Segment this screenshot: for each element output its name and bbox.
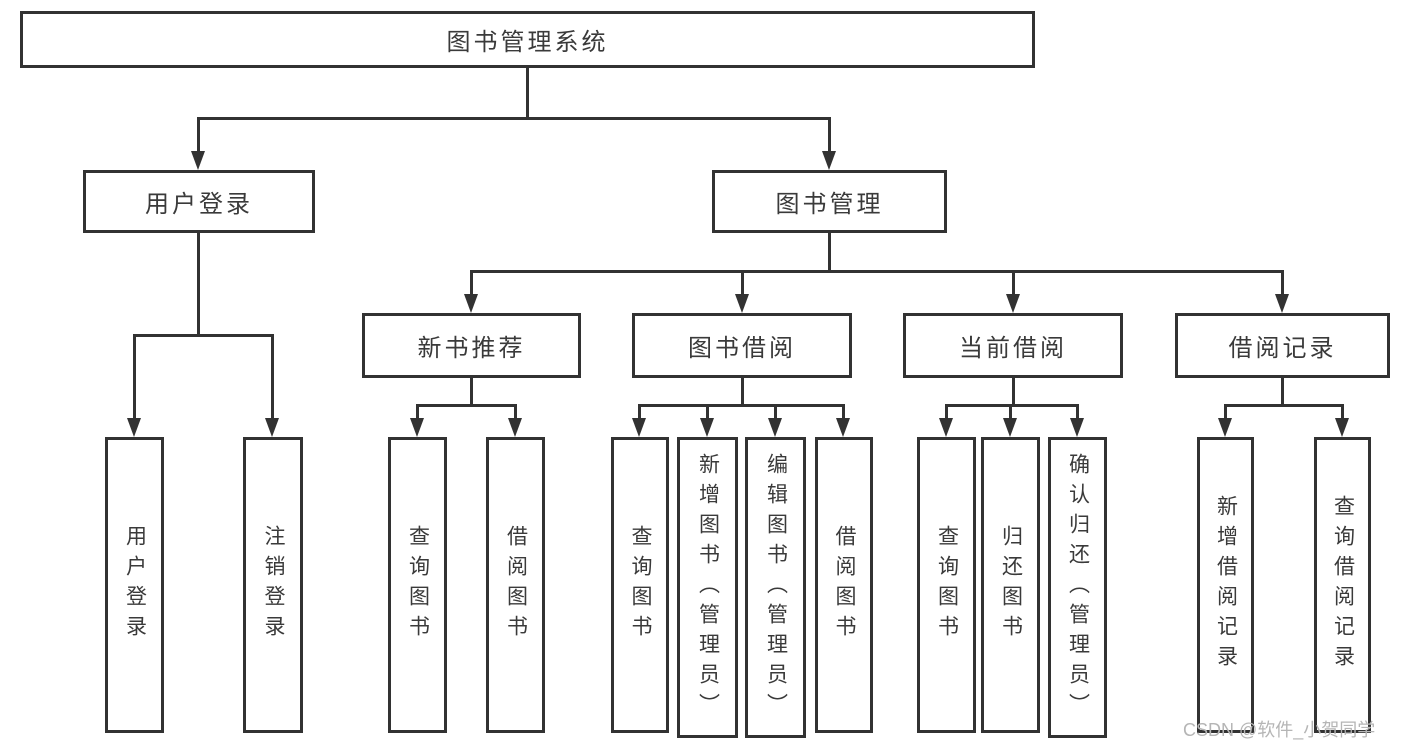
connector-line: [416, 404, 517, 407]
leaf-edit-book-admin-label: 编辑图书（管理员）: [764, 452, 788, 723]
arrow-head: [1218, 418, 1232, 437]
leaf-add-borrow-record-label: 新增借阅记录: [1214, 495, 1238, 675]
connector-line: [706, 404, 709, 420]
connector-line: [945, 404, 948, 420]
arrow-head: [410, 418, 424, 437]
arrow-head: [464, 294, 478, 313]
connector-line: [470, 270, 1284, 273]
leaf-query-books-current-label: 查询图书: [935, 525, 959, 645]
connector-line: [470, 378, 473, 407]
leaf-query-borrow-record: 查询借阅记录: [1314, 437, 1371, 733]
arrow-head: [822, 151, 836, 170]
connector-line: [133, 334, 274, 337]
leaf-return-book: 归还图书: [981, 437, 1040, 733]
connector-line: [1012, 378, 1015, 407]
node-user-login-label: 用户登录: [145, 191, 253, 218]
leaf-logout: 注销登录: [243, 437, 303, 733]
connector-line: [526, 66, 529, 119]
node-book-borrow: 图书借阅: [632, 313, 852, 378]
leaf-query-books-current: 查询图书: [917, 437, 976, 733]
leaf-borrow-books-borrow-label: 借阅图书: [833, 525, 856, 645]
leaf-borrow-books-borrow: 借阅图书: [815, 437, 873, 733]
arrow-head: [1275, 294, 1289, 313]
arrow-head: [700, 418, 714, 437]
leaf-borrow-books-recommend-label: 借阅图书: [504, 525, 528, 645]
arrow-head: [191, 151, 205, 170]
leaf-return-book-label: 归还图书: [999, 525, 1023, 645]
node-new-book-recommend-label: 新书推荐: [417, 335, 526, 362]
connector-line: [197, 117, 200, 153]
arrow-head: [1003, 418, 1017, 437]
connector-line: [416, 404, 419, 420]
leaf-confirm-return-admin: 确认归还（管理员）: [1048, 437, 1107, 738]
connector-line: [828, 117, 831, 153]
connector-line: [741, 378, 744, 407]
arrow-head: [508, 418, 522, 437]
connector-line: [1009, 404, 1012, 420]
connector-line: [1224, 404, 1227, 420]
leaf-confirm-return-admin-label: 确认归还（管理员）: [1066, 452, 1090, 723]
node-root-label: 图书管理系统: [446, 29, 609, 56]
leaf-add-book-admin-label: 新增图书（管理员）: [696, 452, 720, 723]
node-book-borrow-label: 图书借阅: [688, 335, 796, 362]
connector-line: [197, 233, 200, 337]
connector-line: [828, 233, 831, 273]
connector-line: [1012, 270, 1015, 296]
node-root: 图书管理系统: [20, 11, 1035, 68]
leaf-user-login-label: 用户登录: [123, 525, 147, 645]
leaf-query-borrow-record-label: 查询借阅记录: [1331, 495, 1355, 675]
arrow-head: [127, 418, 141, 437]
node-book-management: 图书管理: [712, 170, 947, 233]
arrow-head: [632, 418, 646, 437]
node-new-book-recommend: 新书推荐: [362, 313, 581, 378]
connector-line: [470, 270, 473, 296]
leaf-borrow-books-recommend: 借阅图书: [486, 437, 545, 733]
connector-line: [1341, 404, 1344, 420]
connector-line: [1224, 404, 1344, 407]
arrow-head: [1335, 418, 1349, 437]
connector-line: [514, 404, 517, 420]
node-borrow-records: 借阅记录: [1175, 313, 1390, 378]
leaf-add-borrow-record: 新增借阅记录: [1197, 437, 1254, 733]
arrow-head: [265, 418, 279, 437]
node-book-management-label: 图书管理: [775, 191, 884, 218]
arrow-head: [1006, 294, 1020, 313]
arrow-head: [735, 294, 749, 313]
connector-line: [638, 404, 641, 420]
leaf-add-book-admin: 新增图书（管理员）: [677, 437, 738, 738]
arrow-head: [836, 418, 850, 437]
connector-line: [842, 404, 845, 420]
connector-line: [1281, 270, 1284, 296]
leaf-user-login: 用户登录: [105, 437, 164, 733]
node-current-borrow-label: 当前借阅: [959, 335, 1067, 362]
connector-line: [638, 404, 845, 407]
watermark: CSDN @软件_小贺同学: [1183, 720, 1376, 740]
arrow-head: [939, 418, 953, 437]
node-user-login: 用户登录: [83, 170, 315, 233]
connector-line: [774, 404, 777, 420]
arrow-head: [768, 418, 782, 437]
connector-line: [1281, 378, 1284, 407]
leaf-logout-label: 注销登录: [262, 525, 285, 645]
connector-line: [741, 270, 744, 296]
connector-line: [197, 117, 831, 120]
leaf-query-books-recommend: 查询图书: [388, 437, 447, 733]
node-current-borrow: 当前借阅: [903, 313, 1123, 378]
leaf-query-books-recommend-label: 查询图书: [406, 525, 430, 645]
leaf-edit-book-admin: 编辑图书（管理员）: [745, 437, 806, 738]
node-borrow-records-label: 借阅记录: [1228, 335, 1337, 362]
connector-line: [1076, 404, 1079, 420]
leaf-query-books-borrow-label: 查询图书: [629, 525, 652, 645]
arrow-head: [1070, 418, 1084, 437]
connector-line: [271, 334, 274, 420]
connector-line: [133, 334, 136, 420]
leaf-query-books-borrow: 查询图书: [611, 437, 669, 733]
